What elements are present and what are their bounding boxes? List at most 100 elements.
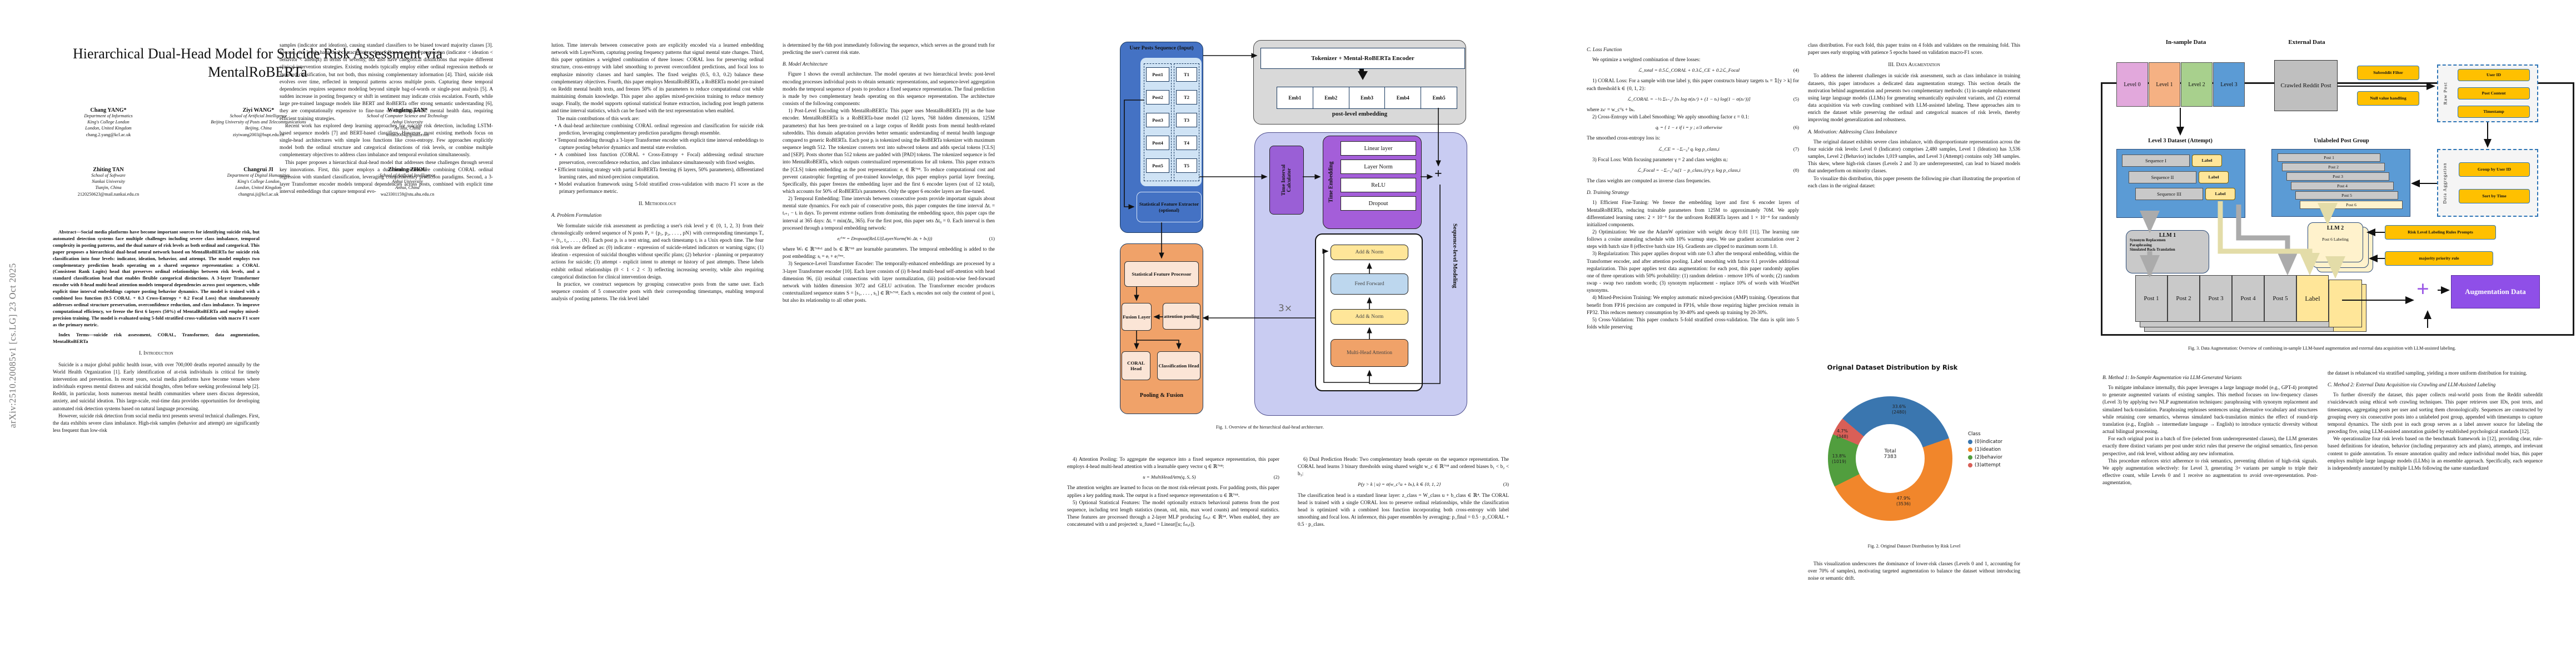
paragraph: • A dual-head architecture combining COR… [555, 122, 764, 136]
column-intro-cont: samples (indicator and ideation), causin… [280, 42, 493, 634]
posts-dashed-box [1144, 63, 1172, 181]
cards-shadow-label [2329, 280, 2362, 327]
author-email: wftan2004@gmail.com [386, 132, 429, 138]
author-name: Zhiting TAN [93, 167, 124, 173]
level3-box: Level 3 [2213, 62, 2245, 107]
legend-title: Class [1968, 431, 1981, 437]
paragraph: 1) Efficient Fine-Tuning: We freeze the … [1587, 200, 1799, 227]
author-name: Zhiming ZHOU [388, 167, 427, 173]
author-affiliation: Anhui, China [395, 185, 420, 190]
author-block: Wangfeng TAN* School of Computer Science… [332, 107, 482, 138]
down-arrow-shaft [1359, 69, 1364, 73]
sequence2-bar: Sequence II [2129, 171, 2196, 183]
equation: ℒ_CORAL = −⅓ Σₖ₌₀² [tₖ log σ(zₖᶜ) + (1 −… [1627, 96, 1799, 102]
legend-dot-attempt [1968, 463, 1972, 467]
unlabeled-post-bar: Post 5 [2295, 191, 2398, 200]
risk-rules-prompts-box: Risk Level Labeling Rules Prompts [2385, 225, 2496, 240]
null-value-handling-box: Null value handling [2357, 91, 2419, 106]
paragraph: The classification head is a standard li… [1298, 492, 1509, 527]
timestamp-box: Timestamp [2458, 106, 2530, 118]
output-post-card: Post 5 [2264, 275, 2296, 322]
total-value: 7383 [1884, 454, 1897, 460]
legend-item: (1)ideation [1968, 447, 2002, 452]
time-cell: T4 [1176, 136, 1197, 150]
author-affiliation: King's College London [87, 119, 129, 125]
label-bar: Label [2199, 171, 2229, 183]
section-heading: C. Method 2: External Data Acquisition v… [2328, 382, 2496, 388]
sequence1-bar: Sequence I [2122, 155, 2190, 167]
figure-2-pie-chart: Orignal Dataset Distribution by Risk Tot… [1803, 360, 2026, 560]
paragraph: 2) Optimization: We use the AdamW optimi… [1587, 228, 1799, 250]
paragraph: Index Terms—suicide risk assessment, COR… [53, 331, 260, 344]
augmented-sequence-cards: Post 1 Post 2 Post 3 Post 4 Post 5 Label [2135, 275, 2329, 322]
down-arrow-icon [1358, 71, 1368, 80]
output-post-card: Post 1 [2135, 275, 2168, 322]
paragraph: lution. Time intervals between consecuti… [551, 42, 764, 114]
paragraph: To address the inherent challenges in su… [1808, 73, 2020, 123]
paragraph: Abstract—Social media platforms have bec… [53, 229, 260, 327]
column-architecture: is determined by the 6th post immediatel… [783, 42, 995, 634]
author-affiliation: An Hui, China [394, 125, 421, 131]
paragraph: 3) Focal Loss: With focusing parameter γ… [1592, 156, 1728, 162]
page-5: In-sample Data Level 0 Level 1 Level 2 L… [2066, 0, 2576, 667]
llm2-title: LLM 2 [2326, 225, 2344, 231]
paragraph: 2) Temporal Embedding: Time intervals be… [783, 196, 995, 231]
author-affiliation: Beijing University of Posts and Telecomm… [211, 119, 306, 125]
attention-pooling-box: attention pooling [1163, 303, 1200, 330]
three-x-label: 3× [1278, 303, 1293, 314]
section-heading: D. Training Strategy [1587, 190, 1629, 196]
author-affiliation: School of Computer Science and Technolog… [366, 113, 449, 118]
legend-item: (0)indicator [1968, 439, 2002, 445]
slice-label-indicator: 33.6%(2480) [1892, 404, 1906, 415]
section-heading: B. Method 1: In-Sample Augmentation via … [2102, 375, 2242, 380]
time-cell: T1 [1176, 67, 1197, 82]
paragraph: The class weights are computed as invers… [1587, 178, 1711, 184]
paragraph: Figure 1 shows the overall architecture.… [783, 71, 995, 107]
author-affiliation: Tianjin, China [95, 185, 122, 190]
section-heading: B. Model Architecture [783, 61, 828, 67]
sort-by-time-box: Sort by Time [2459, 189, 2530, 203]
embedding-strip: Emb1 Emb2 Emb3 Emb4 Emb5 [1277, 87, 1457, 109]
equation: qᵢ = { 1 − ε if i = y ; ε/3 otherwise(6) [1655, 125, 1799, 131]
author-name: Ziyi WANG* [242, 107, 275, 113]
slice-label-attempt: 4.7%(348) [1836, 429, 1848, 439]
paragraph: 5) Cross-Validation: This paper conducts… [1587, 316, 1799, 330]
author-affiliation: Beijing, China [245, 125, 272, 131]
paragraph: • A combined loss function (CORAL + Cros… [555, 152, 764, 165]
user-id-box: User ID [2458, 69, 2530, 81]
legend-item: (2)behavior [1968, 455, 2002, 460]
post-cell: Post3 [1146, 113, 1169, 127]
linear-layer-box: Linear layer [1341, 141, 1416, 156]
paragraph: We operationalize four risk levels based… [2328, 436, 2543, 471]
paragraph: To further diversify the dataset, this p… [2328, 392, 2543, 435]
post-cell: Post4 [1146, 136, 1169, 150]
emb-cell: Emb5 [1432, 95, 1446, 101]
author-affiliation: Department of Digital Humanities [227, 173, 290, 178]
dropout-box: Dropout [1341, 196, 1416, 211]
paragraph: This procedure enforces strict adherence… [2102, 457, 2318, 486]
author-affiliation: School of Software [91, 173, 126, 178]
label-bar: Label [2205, 188, 2235, 200]
multi-head-attention-box: Multi-Head Attention [1331, 339, 1408, 367]
donut-hole [1856, 424, 1925, 493]
paragraph: This paper proposes a hierarchical dual-… [280, 159, 493, 195]
author-affiliation: Department of Informatics [84, 113, 133, 118]
stat-feature-processor-box: Statistical Feature Processor [1124, 261, 1199, 287]
plus-icon: + [1434, 167, 1442, 181]
paragraph: where Wₜ ∈ ℝ⁷⁶⁸ˣ¹ and bₜ ∈ ℝ⁷⁶⁸ are lear… [783, 246, 995, 260]
paragraph: This visualization underscores the domin… [1808, 561, 2020, 581]
equation: P(y > k | u) = σ(w_cᵀu + bₖ), k ∈ {0, 1,… [1358, 481, 1509, 487]
tokenizer-box: Tokenizer + Mental-RoBERTa Encoder [1260, 48, 1465, 69]
paragraph: the dataset is rebalanced via stratified… [2328, 370, 2527, 376]
paragraph: The attention weights are learned to foc… [1067, 485, 1279, 498]
paragraph: class distribution. For each fold, this … [1808, 42, 2020, 56]
section-heading: II. Methodology [639, 201, 676, 207]
unlabeled-post-bar: Post 4 [2291, 182, 2394, 190]
add-norm-box: Add & Norm [1331, 309, 1408, 325]
relu-box: ReLU [1341, 178, 1416, 192]
label-bar: Label [2192, 155, 2222, 167]
author-email: changrui.ji@kcl.ac.uk [238, 192, 279, 197]
fig3-arrows [2140, 82, 2492, 328]
equation: u = MultiHeadAttn(q, S, S)(2) [1143, 474, 1279, 480]
